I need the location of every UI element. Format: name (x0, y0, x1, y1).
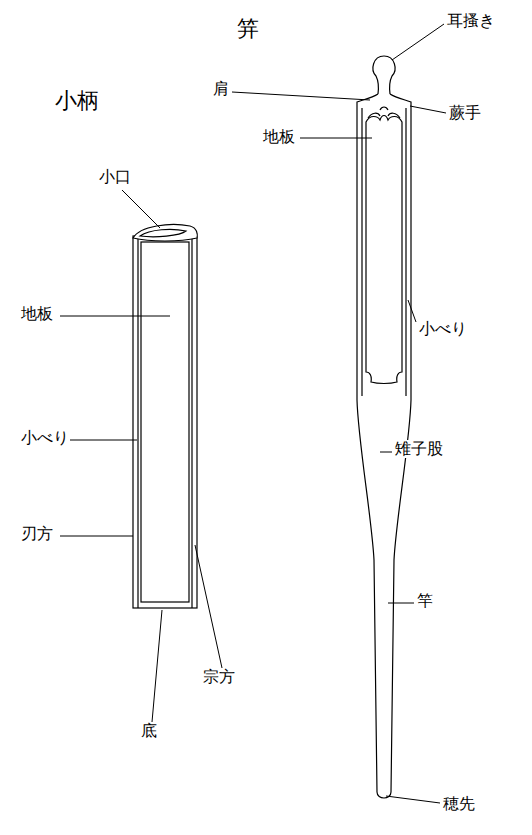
kogai-panel (366, 116, 402, 384)
leader-line (392, 24, 444, 60)
fitting-title: 笄 (236, 16, 260, 41)
part-label: 耳搔き (446, 12, 496, 30)
part-label: 地板 (20, 305, 54, 323)
part-label: 竿 (416, 592, 434, 610)
leader-line (122, 190, 160, 228)
part-label: 地板 (262, 128, 296, 146)
edge-line (137, 238, 138, 608)
part-label: 小べり (20, 429, 70, 447)
leader-line (386, 796, 440, 803)
warabite-scroll (368, 107, 400, 118)
part-label: 小べり (418, 320, 468, 338)
leader-line (60, 440, 137, 441)
leader-line (152, 610, 162, 722)
leader-line (388, 603, 414, 604)
mouth-slot (140, 229, 186, 236)
leader-line (408, 300, 416, 322)
ear-pick (373, 56, 395, 94)
leader-line (60, 536, 133, 537)
part-label: 宗方 (202, 668, 236, 686)
leader-line (410, 106, 446, 113)
leader-line (380, 452, 392, 453)
part-label: 肩 (212, 80, 230, 98)
leader-lines (60, 24, 446, 803)
part-label: 蕨手 (448, 104, 482, 122)
kogai-drawing (357, 56, 411, 798)
leader-line (195, 545, 222, 668)
leader-line (300, 138, 372, 139)
kozuka-drawing (133, 225, 197, 609)
kogai-rim (362, 108, 406, 396)
kozuka-panel (141, 242, 189, 602)
part-label: 底 (140, 722, 158, 740)
part-label: 穂先 (442, 795, 476, 813)
leader-line (232, 92, 370, 100)
fitting-title: 小柄 (54, 88, 100, 113)
kozuka-outline (133, 236, 197, 608)
part-label: 刃方 (20, 525, 54, 543)
part-label: 小口 (98, 168, 132, 186)
kozuka-mouth (133, 225, 197, 242)
part-label: 雉子股 (394, 440, 444, 458)
back-line (191, 238, 192, 608)
leader-line (60, 316, 170, 317)
